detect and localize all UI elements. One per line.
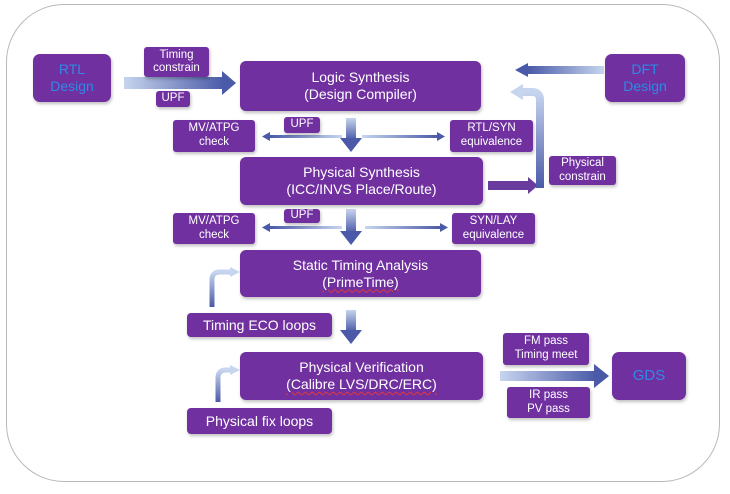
fm-pass-line1: FM pass <box>523 335 569 348</box>
arrow-rtl-to-logic <box>124 71 236 95</box>
physical-synthesis-tool: (ICC/INVS Place/Route) <box>286 181 437 197</box>
arrow-physical-constrain-feedback <box>488 84 544 194</box>
fm-pass-line2: Timing meet <box>514 349 578 361</box>
mv-atpg-2-line2: check <box>198 228 230 241</box>
arrow-to-rtl-syn-equivalence <box>362 132 445 141</box>
pv-title: Physical Verification <box>299 359 424 376</box>
timing-constrain-line2: constrain <box>153 62 200 74</box>
rtl-syn-line1: RTL/SYN <box>467 122 516 135</box>
timing-constrain-line1: Timing <box>159 49 194 62</box>
physical-fix-loops-label: Physical fix loops <box>187 408 332 434</box>
arrow-to-syn-lay-equivalence <box>365 223 448 232</box>
upf-top-text: UPF <box>161 92 185 105</box>
syn-lay-line2: equivalence <box>462 228 525 241</box>
physical-verification-box: Physical Verification (Calibre LVS/DRC/E… <box>240 352 483 400</box>
upf-2-text: UPF <box>290 209 314 222</box>
gds-label: GDS <box>632 367 666 384</box>
rtl-design-line2: Design <box>50 78 94 94</box>
rtl-design-box: RTL Design <box>33 54 111 102</box>
ir-pass-line2: PV pass <box>527 402 570 415</box>
arrow-physical-to-sta <box>340 209 362 245</box>
ir-pass-label: IR pass PV pass <box>507 387 590 418</box>
sta-box: Static Timing Analysis (PrimeTime) <box>240 250 481 297</box>
sta-title: Static Timing Analysis <box>292 256 429 273</box>
physical-synthesis-box: Physical Synthesis (ICC/INVS Place/Route… <box>240 157 483 205</box>
dft-design-box: DFT Design <box>605 54 685 102</box>
dft-design-line1: DFT <box>631 61 659 78</box>
syn-lay-equivalence: SYN/LAY equivalence <box>452 213 535 244</box>
diagram-frame <box>6 4 720 482</box>
arrow-to-mv-atpg-2 <box>262 223 342 232</box>
timing-eco-loops-label: Timing ECO loops <box>187 313 332 337</box>
sta-tool: (PrimeTime) <box>322 273 399 290</box>
ir-pass-line1: IR pass <box>529 388 568 401</box>
logic-synthesis-box: Logic Synthesis (Design Compiler) <box>240 61 481 111</box>
mv-atpg-check-1: MV/ATPG check <box>173 120 255 152</box>
syn-lay-line1: SYN/LAY <box>469 214 518 227</box>
timing-eco-loops-text: Timing ECO loops <box>202 316 317 333</box>
physical-constrain-line2: constrain <box>559 170 606 183</box>
physical-fix-loops-text: Physical fix loops <box>205 412 314 429</box>
mv-atpg-2-line1: MV/ATPG <box>188 214 240 227</box>
physical-constrain-label: Physical constrain <box>549 156 616 185</box>
upf-label-2: UPF <box>284 209 320 223</box>
arrow-physical-fix-loop <box>215 365 240 402</box>
rtl-design-line1: RTL <box>58 61 86 78</box>
rtl-syn-line2: equivalence <box>460 136 523 148</box>
fm-pass-label: FM pass Timing meet <box>503 333 589 365</box>
timing-constrain-label: Timing constrain <box>144 47 209 77</box>
pv-tool: (Calibre LVS/DRC/ERC) <box>286 376 437 392</box>
dft-design-line2: Design <box>623 78 667 94</box>
logic-synthesis-title: Logic Synthesis <box>311 69 410 86</box>
upf-1-text: UPF <box>290 118 314 131</box>
arrow-timing-eco-loop <box>209 267 240 307</box>
mv-atpg-check-2: MV/ATPG check <box>173 213 255 244</box>
gds-box: GDS <box>612 352 686 400</box>
arrow-to-mv-atpg-1 <box>262 132 342 141</box>
mv-atpg-1-line2: check <box>198 136 230 148</box>
physical-constrain-line1: Physical <box>561 156 604 169</box>
mv-atpg-1-line1: MV/ATPG <box>188 122 240 135</box>
logic-synthesis-tool: (Design Compiler) <box>304 86 417 102</box>
upf-label-top: UPF <box>156 91 190 107</box>
arrow-pv-to-gds <box>500 364 609 388</box>
arrow-dft-to-logic <box>515 63 604 77</box>
arrow-logic-to-physical <box>340 118 362 152</box>
rtl-syn-equivalence: RTL/SYN equivalence <box>450 120 533 152</box>
physical-synthesis-title: Physical Synthesis <box>303 164 420 181</box>
upf-label-1: UPF <box>284 117 320 133</box>
arrow-sta-to-pv <box>340 310 362 344</box>
